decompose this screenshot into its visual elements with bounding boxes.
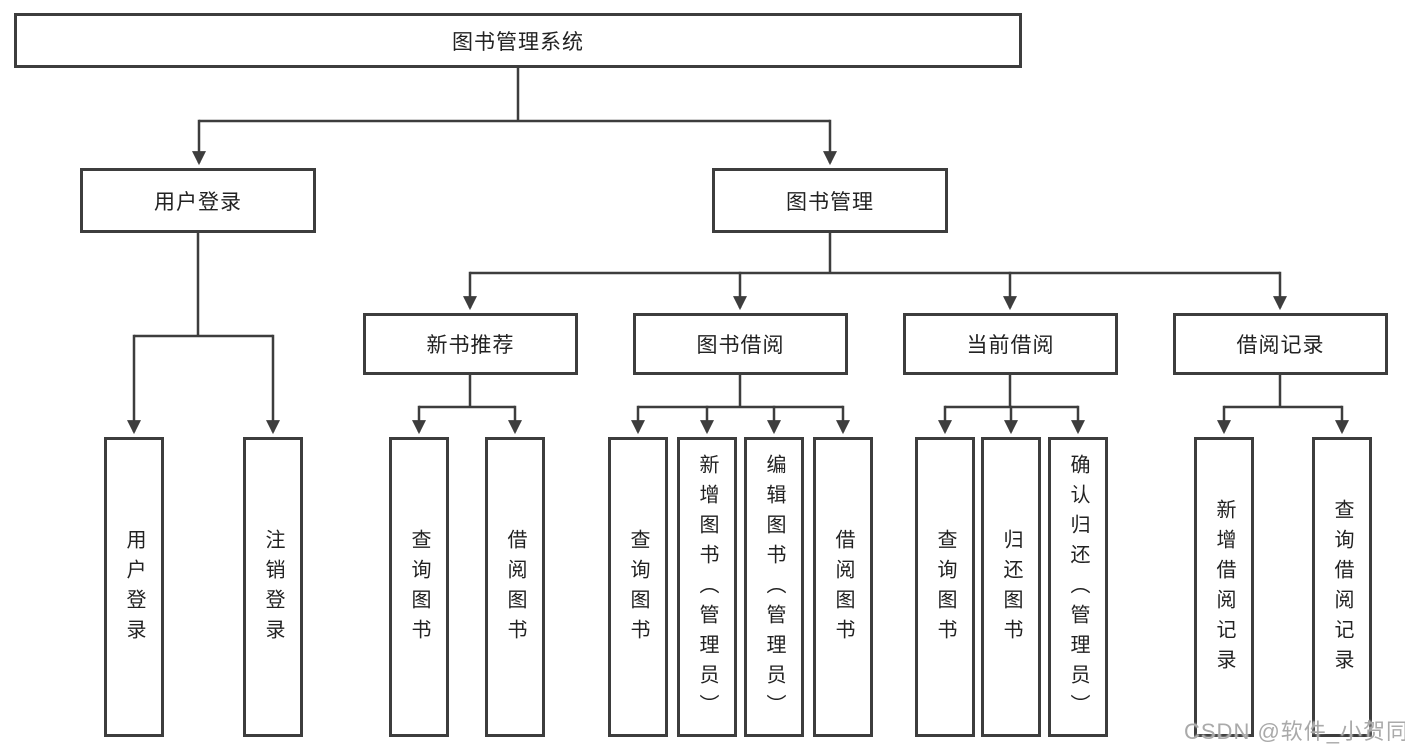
node-new-book-recommend: 新书推荐 <box>363 313 578 375</box>
leaf-query-books-current: 查询图书 <box>915 437 975 737</box>
leaf-borrow-books-recommend: 借阅图书 <box>485 437 545 737</box>
node-user-login: 用户登录 <box>80 168 316 233</box>
node-borrow-records: 借阅记录 <box>1173 313 1388 375</box>
node-current-borrow: 当前借阅 <box>903 313 1118 375</box>
watermark-text: CSDN @软件_小贺同学 <box>1184 719 1405 744</box>
leaf-query-books-recommend: 查询图书 <box>389 437 449 737</box>
leaf-user-login: 用户登录 <box>104 437 164 737</box>
leaf-logout: 注销登录 <box>243 437 303 737</box>
node-library-system: 图书管理系统 <box>14 13 1022 68</box>
leaf-confirm-return-admin: 确认归还（管理员） <box>1048 437 1108 737</box>
leaf-return-books: 归还图书 <box>981 437 1041 737</box>
leaf-add-book-admin: 新增图书（管理员） <box>677 437 737 737</box>
node-book-borrow: 图书借阅 <box>633 313 848 375</box>
leaf-query-borrow-record: 查询借阅记录 <box>1312 437 1372 737</box>
leaf-query-books-borrow: 查询图书 <box>608 437 668 737</box>
node-book-management: 图书管理 <box>712 168 948 233</box>
leaf-add-borrow-record: 新增借阅记录 <box>1194 437 1254 737</box>
leaf-edit-book-admin: 编辑图书（管理员） <box>744 437 804 737</box>
leaf-borrow-books: 借阅图书 <box>813 437 873 737</box>
